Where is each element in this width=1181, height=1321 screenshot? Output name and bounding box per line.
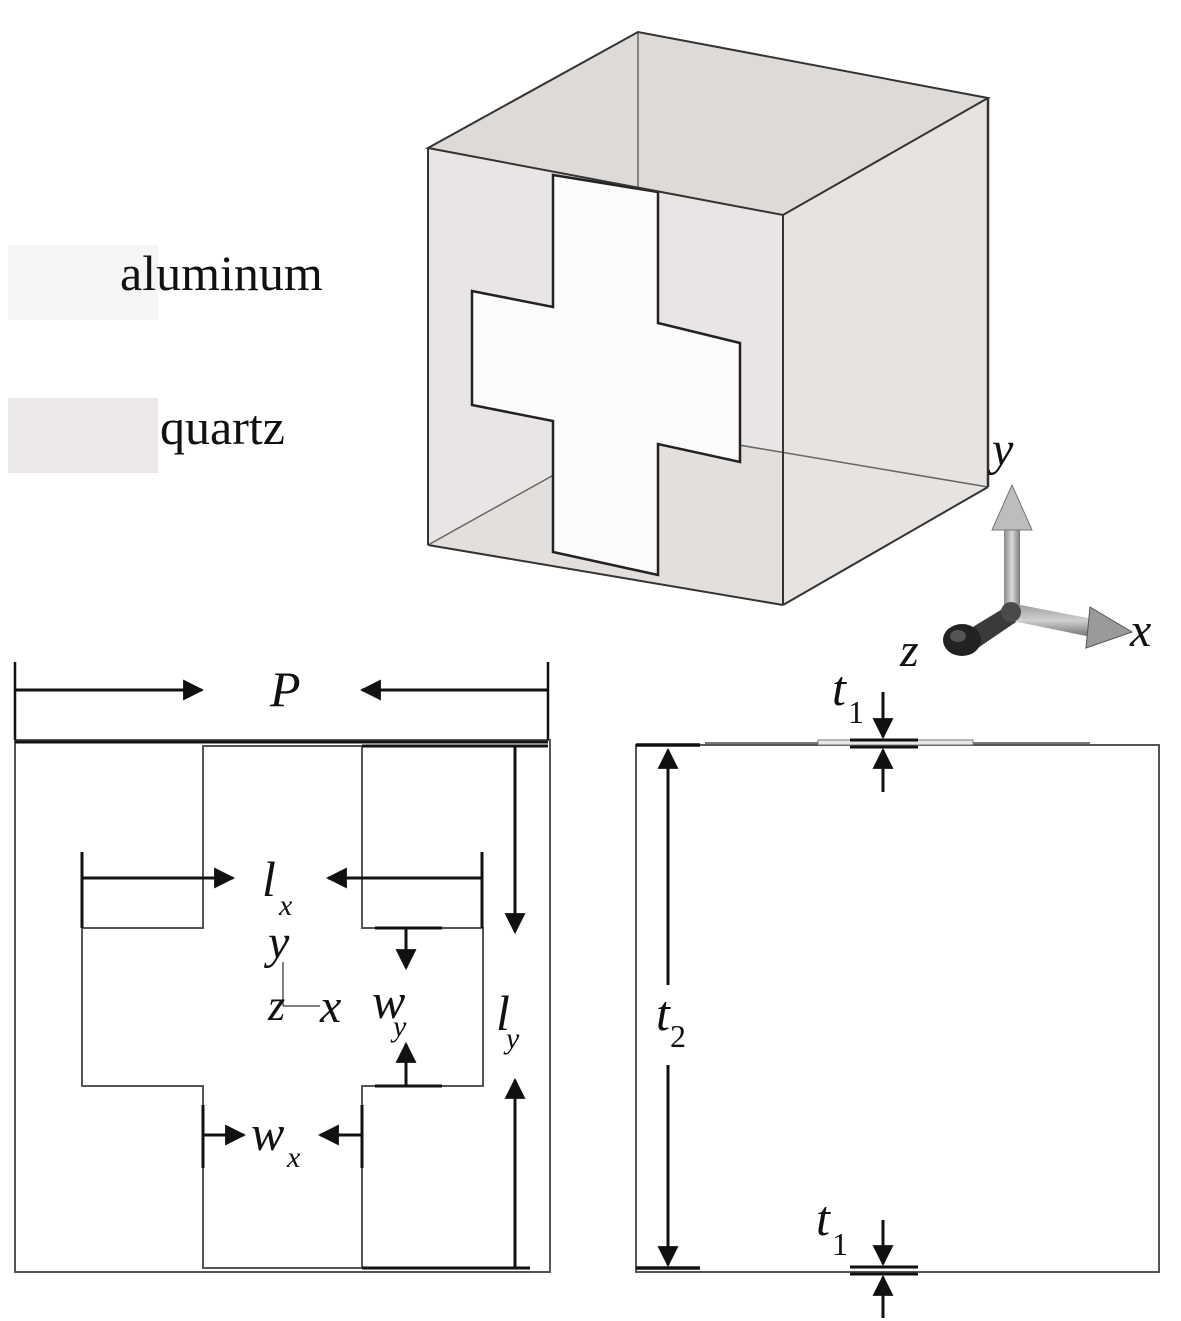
axis-label-z: z [899, 624, 919, 677]
top-view-cell-outline [14, 739, 551, 1273]
aluminum-cross-3d [470, 173, 742, 577]
wy-label: w [372, 973, 405, 1029]
axis-triad: y x z [899, 423, 1151, 677]
local-axes-top-view: y z x [263, 916, 341, 1033]
wx-label: w [251, 1105, 284, 1161]
quartz-cube-back-face [428, 32, 988, 215]
t1-bottom-label: t [816, 1190, 831, 1246]
axis-label-y: y [987, 423, 1014, 476]
wx-dimension: w x [201, 1105, 364, 1174]
side-view-substrate-outline [635, 744, 1160, 1273]
lx-subscript: x [278, 889, 293, 922]
local-axis-x: x [319, 980, 341, 1033]
legend-label-quartz: quartz [160, 399, 285, 455]
t2-subscript: 2 [670, 1018, 686, 1054]
wy-subscript: y [390, 1010, 407, 1043]
unit-cell-3d [425, 30, 991, 606]
ly-subscript: y [503, 1022, 520, 1055]
local-axis-z: z [267, 981, 285, 1030]
axis-arrow-x-icon [1008, 603, 1134, 649]
local-axis-y: y [263, 916, 290, 969]
legend-label-aluminum: aluminum [120, 245, 323, 301]
lx-label: l [262, 851, 276, 907]
t1-top-label: t [832, 660, 847, 716]
ly-dimension: l y [362, 744, 548, 1270]
ly-label: l [496, 985, 510, 1041]
t2-dimension: t 2 [656, 747, 686, 1268]
wx-subscript: x [286, 1141, 301, 1174]
period-dimension: P [13, 661, 550, 744]
side-view: t 1 t 2 t 1 [635, 660, 1160, 1318]
top-view: P l x l y w y [13, 661, 551, 1273]
t1-top-dimension: t 1 [832, 660, 918, 792]
axis-arrow-z-icon [943, 608, 1016, 656]
legend-swatch-quartz [8, 398, 158, 473]
period-label: P [269, 661, 301, 717]
t1-bottom-dimension: t 1 [816, 1190, 918, 1318]
legend-swatch-aluminum [8, 245, 158, 320]
wy-dimension: w y [372, 926, 442, 1088]
t1-top-subscript: 1 [848, 694, 864, 730]
axis-label-x: x [1129, 604, 1151, 657]
t1-bottom-subscript: 1 [832, 1226, 848, 1262]
axis-arrow-y-icon [991, 483, 1033, 612]
lx-dimension: l x [80, 851, 484, 928]
t2-label: t [656, 985, 671, 1041]
